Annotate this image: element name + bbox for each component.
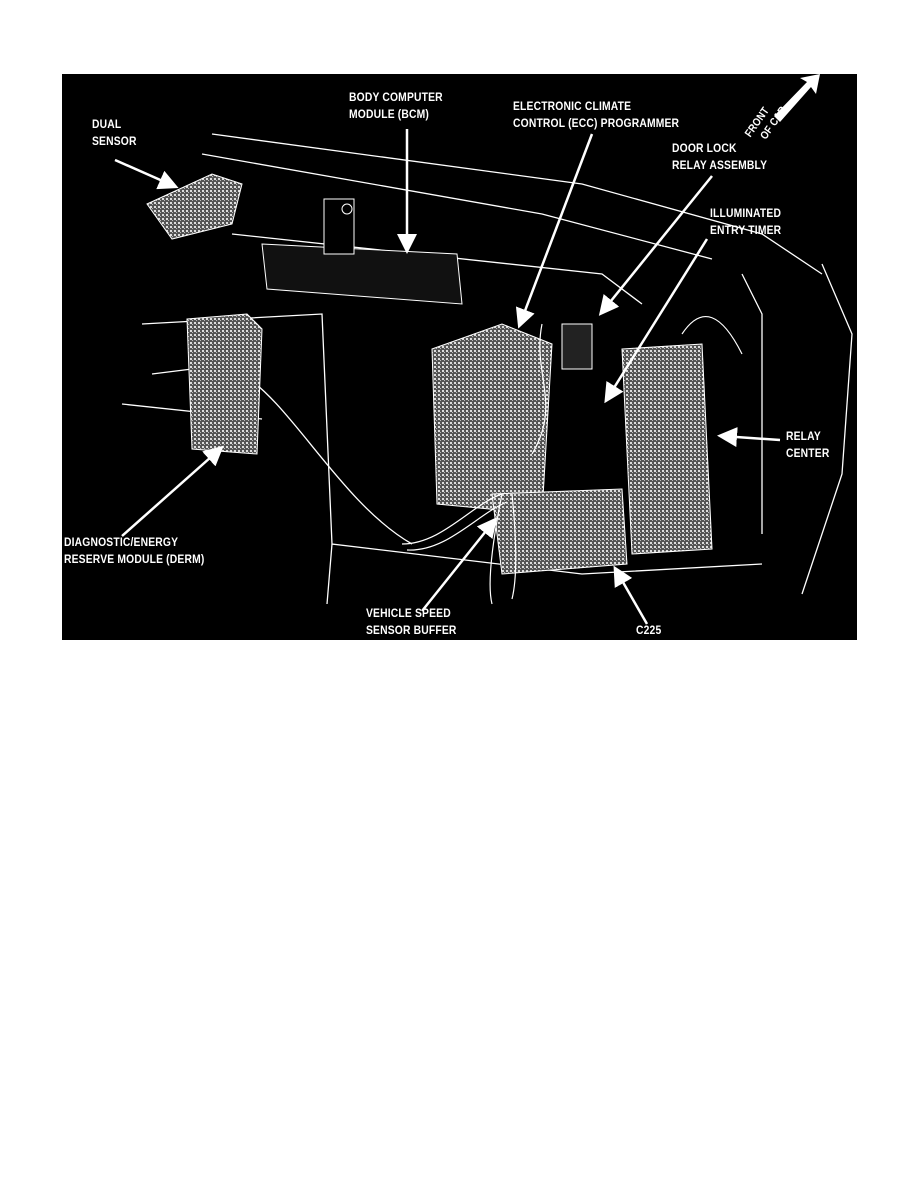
front-arrow-icon [774, 74, 820, 122]
arrow-vss-buffer [421, 517, 498, 612]
arrow-ecc [515, 133, 594, 329]
leader-arrows [114, 129, 781, 625]
arrow-derm [121, 445, 224, 537]
arrow-c225 [613, 565, 649, 625]
derm-shape [186, 313, 263, 455]
c225-connector-shape [491, 488, 628, 575]
dual-sensor-shape [146, 173, 243, 240]
ecc-programmer-shape [431, 323, 553, 515]
harness-wires [401, 316, 743, 605]
arrow-dual-sensor [114, 158, 179, 190]
label-c225: C225 [636, 623, 662, 637]
bcm-shape [261, 198, 463, 305]
door-lock-relay-shape [561, 323, 593, 370]
arrow-entry-timer [604, 238, 709, 404]
arrow-door-lock [598, 175, 713, 316]
arrow-relay-center [717, 427, 781, 448]
dashboard-illustration [114, 74, 853, 625]
relay-center-shape [621, 343, 713, 555]
